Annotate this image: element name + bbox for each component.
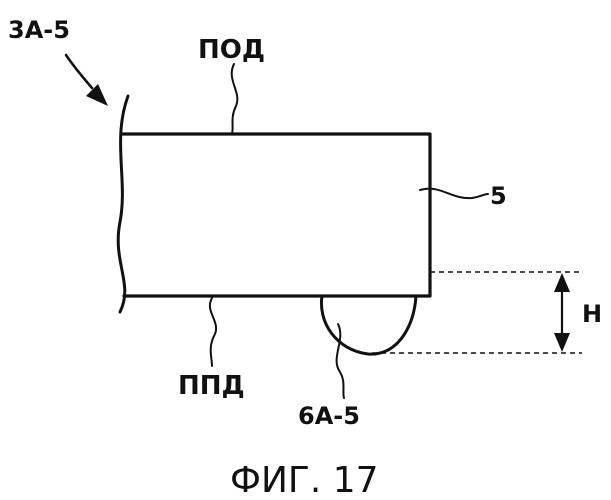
bump-label: 6A-5	[298, 402, 360, 430]
assembly-arrow-leader	[66, 55, 92, 88]
height-label: H	[582, 300, 602, 328]
bump-outline	[321, 296, 416, 354]
body-outline	[122, 134, 430, 296]
assembly-arrowhead	[86, 84, 108, 106]
figure-caption: ФИГ. 17	[230, 460, 379, 500]
height-arrowhead-bottom	[554, 333, 570, 352]
assembly-label: 3A-5	[8, 16, 70, 44]
top-surface-label: ПОД	[198, 35, 265, 65]
break-line	[118, 96, 128, 312]
height-arrowhead-top	[554, 273, 570, 292]
top-surface-leader	[232, 64, 238, 134]
bottom-surface-label: ППД	[178, 371, 245, 401]
bottom-surface-leader	[210, 298, 216, 366]
body-label: 5	[490, 182, 507, 210]
bump-leader	[337, 324, 344, 398]
